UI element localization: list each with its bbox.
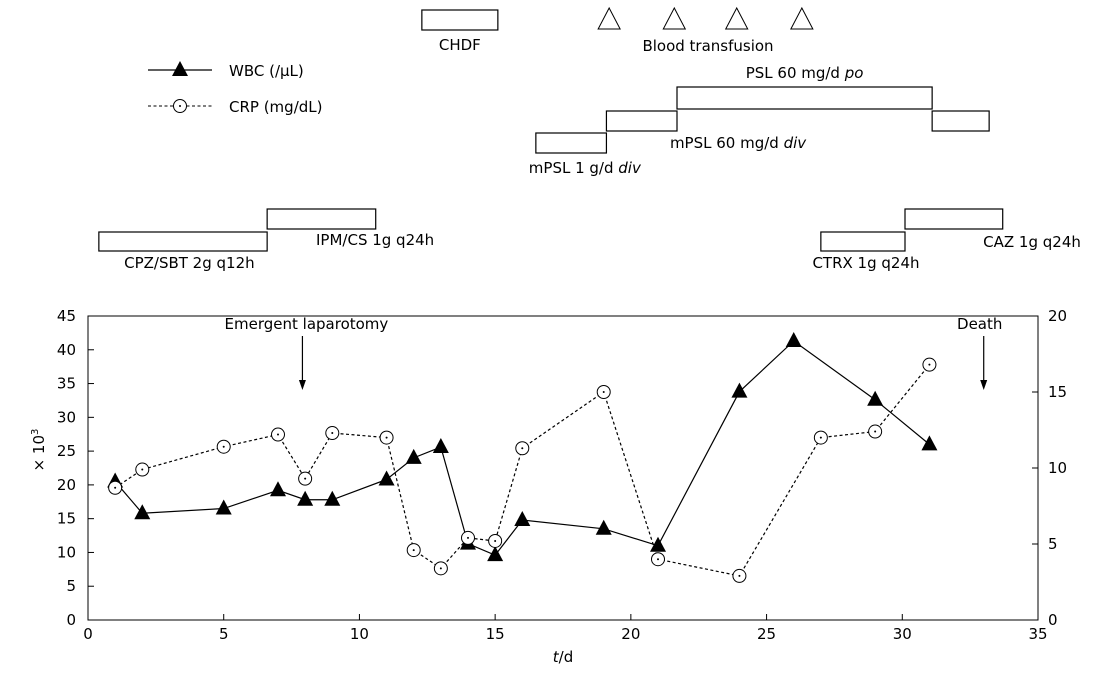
crp-point-center (819, 436, 822, 439)
treatment-bar (820, 231, 906, 252)
treatment-label: mPSL 60 mg/d div (670, 134, 807, 152)
crp-point-center (657, 558, 659, 561)
y-left-tick-label: 35 (57, 375, 76, 393)
crp-point-center (874, 430, 877, 433)
crp-line (114, 364, 930, 577)
treatment-bar (535, 132, 608, 154)
legend-crp-label: CRP (mg/dL) (229, 98, 322, 116)
y-left-tick-label: 40 (57, 341, 76, 359)
x-axis-label: t/d (553, 648, 573, 666)
wbc-point (378, 470, 395, 486)
crp-point-center (222, 445, 225, 448)
wbc-point (134, 504, 151, 520)
legend-wbc-label: WBC (/μL) (229, 62, 304, 80)
wbc-point (595, 519, 612, 535)
y-left-tick-label: 45 (57, 307, 76, 325)
transfusion-marker (790, 6, 814, 30)
wbc-point (215, 499, 232, 515)
crp-point-center (738, 574, 741, 577)
wbc-point (731, 382, 748, 398)
wbc-point (921, 435, 938, 451)
y-right-tick-label: 20 (1048, 307, 1067, 325)
crp-point-center (602, 391, 605, 393)
y-left-tick-label: 15 (57, 510, 76, 528)
treatment-bar (904, 208, 1004, 230)
crp-point-center (467, 536, 469, 539)
treatment-bar (421, 9, 499, 31)
wbc-point (514, 511, 531, 527)
legend-wbc-marker (172, 61, 188, 76)
treatment-label: PSL 60 mg/d po (746, 64, 864, 82)
y-axis-label: × 103 (30, 429, 48, 472)
y-right-tick-label: 15 (1048, 383, 1067, 401)
transfusion-label: Blood transfusion (642, 37, 773, 55)
series-layer (107, 331, 938, 583)
crp-point-center (331, 432, 334, 435)
treatment-bar (931, 110, 990, 132)
crp-point-center (928, 363, 931, 366)
transfusion-marker (662, 6, 687, 30)
wbc-point (785, 331, 802, 347)
treatment-timeline: CHDF mPSL 1 g/d div mPSL 60 mg/d div PSL 60… (98, 6, 1081, 272)
y-left-tick-label: 10 (57, 543, 76, 561)
treatment-label: IPM/CS 1g q24h (316, 231, 434, 249)
y-left-tick-label: 20 (57, 476, 76, 494)
treatment-bar (266, 208, 377, 230)
wbc-point (487, 546, 504, 562)
crp-point-center (277, 433, 279, 436)
crp-point-center (521, 447, 524, 450)
y-right-tick-label: 5 (1048, 535, 1058, 553)
crp-point-center (385, 436, 388, 439)
transfusion-marker (597, 6, 621, 30)
wbc-point (405, 448, 422, 464)
x-tick-label: 0 (83, 625, 93, 643)
treatment-bar (605, 110, 678, 132)
wbc-point (867, 390, 884, 406)
annotation-arrow-head (298, 380, 306, 390)
wbc-point (297, 490, 314, 506)
crp-point-center (494, 539, 497, 542)
wbc-point (432, 438, 449, 454)
x-tick-label: 25 (757, 625, 776, 643)
annotation-label: Emergent laparotomy (225, 315, 389, 333)
x-tick-label: 30 (893, 625, 912, 643)
treatment-label: CHDF (439, 36, 481, 54)
plot-frame (87, 315, 1039, 621)
x-tick-label: 10 (350, 625, 369, 643)
y-left-tick-label: 5 (66, 577, 76, 595)
y-right-tick-label: 0 (1048, 611, 1058, 629)
y-left-tick-label: 25 (57, 442, 76, 460)
annotation-label: Death (957, 315, 1002, 333)
treatment-label: CTRX 1g q24h (812, 254, 919, 272)
wbc-point (270, 481, 286, 497)
y-left-tick-label: 0 (66, 611, 76, 629)
treatment-bar (676, 86, 933, 110)
annotation-arrow-head (980, 380, 988, 390)
x-tick-label: 15 (486, 625, 505, 643)
transfusion-marker (724, 6, 749, 30)
y-left-tick-label: 30 (57, 408, 76, 426)
treatment-label: CAZ 1g q24h (983, 233, 1081, 251)
crp-point-center (439, 567, 442, 570)
legend: WBC (/μL) CRP (mg/dL) (148, 61, 322, 116)
crp-point-center (304, 477, 307, 480)
y-right-tick-label: 10 (1048, 459, 1067, 477)
x-tick-label: 20 (621, 625, 640, 643)
x-tick-label: 35 (1028, 625, 1047, 643)
wbc-point (324, 490, 341, 506)
treatment-bar (98, 231, 268, 252)
treatment-label: mPSL 1 g/d div (529, 159, 642, 177)
x-tick-label: 5 (219, 625, 229, 643)
crp-point-center (412, 549, 415, 552)
crp-point-center (114, 486, 117, 489)
wbc-line (114, 340, 930, 556)
treatment-label: CPZ/SBT 2g q12h (124, 254, 255, 272)
crp-point-center (141, 468, 144, 471)
legend-crp-marker-center (179, 105, 181, 107)
